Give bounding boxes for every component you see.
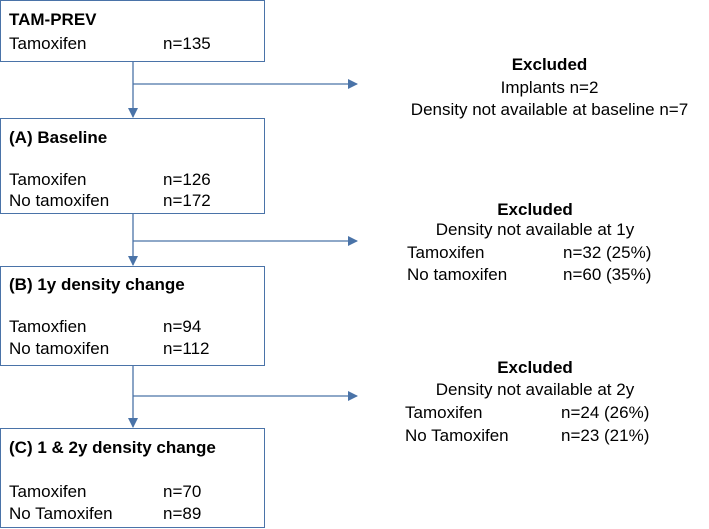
- excluded-second-subtitle: Density not available at 1y: [435, 220, 635, 239]
- box-baseline-row-value: n=172: [163, 191, 211, 210]
- box-two-year-title: (C) 1 & 2y density change: [9, 438, 216, 457]
- excluded-first-line: Density not available at baseline n=7: [410, 100, 689, 119]
- box-two-year-row-label: Tamoxifen: [9, 482, 87, 501]
- excluded-second-row-value: n=60 (35%): [563, 265, 652, 284]
- excluded-third-row-value: n=24 (26%): [561, 403, 650, 422]
- box-tamprev-row-label: Tamoxifen: [9, 34, 87, 53]
- box-one-year-row-label: Tamoxfien: [9, 317, 87, 336]
- box-tamprev-title: TAM-PREV: [9, 10, 97, 29]
- box-one-year: (B) 1y density change Tamoxfien n=94 No …: [0, 266, 265, 366]
- box-two-year: (C) 1 & 2y density change Tamoxifen n=70…: [0, 428, 265, 528]
- box-one-year-row-value: n=94: [163, 317, 202, 336]
- excluded-third-row-value: n=23 (21%): [561, 426, 650, 445]
- box-baseline-row-label: Tamoxifen: [9, 170, 87, 189]
- excluded-second-title: Excluded: [497, 200, 573, 219]
- box-baseline-title: (A) Baseline: [9, 128, 108, 147]
- box-one-year-row-value: n=112: [163, 339, 210, 358]
- box-baseline: (A) Baseline Tamoxifen n=126 No tamoxife…: [0, 118, 265, 214]
- box-baseline-row-value: n=126: [163, 170, 211, 189]
- box-tamprev: TAM-PREV Tamoxifen n=135: [0, 0, 265, 62]
- box-two-year-row-value: n=89: [163, 504, 202, 523]
- box-two-year-row-value: n=70: [163, 482, 202, 501]
- excluded-third-subtitle: Density not available at 2y: [435, 380, 635, 399]
- excluded-third-title: Excluded: [497, 358, 573, 377]
- excluded-second-row-label: Tamoxifen: [407, 243, 485, 262]
- box-two-year-row-label: No Tamoxifen: [9, 504, 113, 523]
- excluded-second-row-value: n=32 (25%): [563, 243, 652, 262]
- excluded-third-row-label: No Tamoxifen: [405, 426, 509, 445]
- excluded-first-title: Excluded: [511, 55, 588, 74]
- excluded-second-row-label: No tamoxifen: [407, 265, 508, 284]
- excluded-third-row-label: Tamoxifen: [405, 403, 483, 422]
- box-one-year-row-label: No tamoxifen: [9, 339, 110, 358]
- box-one-year-title: (B) 1y density change: [9, 275, 185, 294]
- excluded-first-line: Implants n=2: [500, 78, 599, 97]
- box-tamprev-row-value: n=135: [163, 34, 211, 53]
- box-baseline-row-label: No tamoxifen: [9, 191, 110, 210]
